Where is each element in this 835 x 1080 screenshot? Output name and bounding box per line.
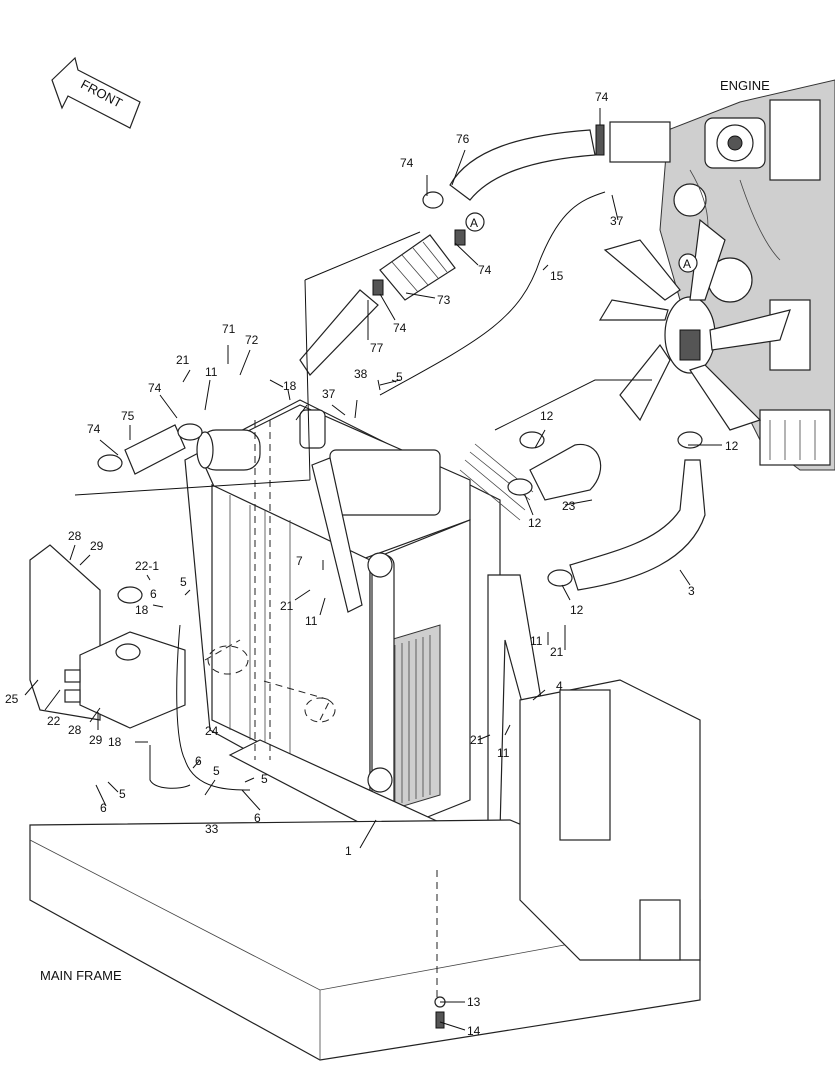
callout-11: 11	[205, 365, 218, 379]
callout-22: 22	[47, 714, 61, 728]
callout-74: 74	[148, 381, 162, 395]
callout-11: 11	[497, 746, 510, 760]
callout-33: 33	[205, 822, 219, 836]
callout-7: 7	[296, 554, 303, 568]
callout-1: 1	[345, 844, 352, 858]
callout-29: 29	[90, 539, 104, 553]
leader-lines	[24, 108, 722, 1031]
callout-12: 12	[540, 409, 554, 423]
front-arrow: FRONT	[51, 56, 141, 129]
hoses: A	[97, 124, 706, 591]
callout-6: 6	[195, 754, 202, 768]
callout-75: 75	[121, 409, 135, 423]
callout-5: 5	[180, 575, 187, 589]
callout-38: 38	[354, 367, 368, 381]
callout-12: 12	[570, 603, 584, 617]
callout-37: 37	[322, 387, 336, 401]
callout-labels: 1 3 4 5 5 5 5 5 6 6 6 6 7 11 11 11 11 12…	[5, 90, 739, 1038]
callout-74: 74	[595, 90, 609, 104]
callout-71: 71	[222, 322, 236, 336]
callout-5: 5	[119, 787, 126, 801]
detail-marker-a-engine	[678, 253, 698, 273]
callout-18: 18	[108, 735, 122, 749]
cooling-fan: A	[598, 218, 791, 431]
callout-74: 74	[478, 263, 492, 277]
engine-label: ENGINE	[720, 78, 770, 93]
callout-21: 21	[550, 645, 564, 659]
callout-25: 25	[5, 692, 19, 706]
reservoir-tank	[29, 544, 251, 791]
callout-22-1: 22-1	[135, 559, 159, 573]
callout-73: 73	[437, 293, 451, 307]
main-frame: MAIN FRAME	[29, 679, 701, 1061]
callout-5: 5	[396, 370, 403, 384]
callout-13: 13	[467, 995, 481, 1009]
callout-4: 4	[556, 679, 563, 693]
detail-marker-text: A	[683, 257, 691, 271]
main-frame-label: MAIN FRAME	[40, 968, 122, 983]
callout-76: 76	[456, 132, 470, 146]
callout-28: 28	[68, 723, 82, 737]
callout-23: 23	[562, 499, 576, 513]
callout-12: 12	[528, 516, 542, 530]
callout-24: 24	[205, 724, 219, 738]
callout-12: 12	[725, 439, 739, 453]
callout-18: 18	[135, 603, 149, 617]
callout-5: 5	[213, 764, 220, 778]
callout-11: 11	[305, 614, 318, 628]
detail-marker-a-hose	[465, 212, 485, 232]
callout-11: 11	[530, 634, 543, 648]
callout-21: 21	[176, 353, 190, 367]
callout-74: 74	[400, 156, 414, 170]
callout-3: 3	[688, 584, 695, 598]
callout-5: 5	[261, 772, 268, 786]
callout-37: 37	[610, 214, 624, 228]
callout-14: 14	[467, 1024, 481, 1038]
callout-15: 15	[550, 269, 564, 283]
callout-74: 74	[393, 321, 407, 335]
callout-21: 21	[470, 733, 484, 747]
callout-18: 18	[283, 379, 297, 393]
callout-77: 77	[370, 341, 384, 355]
callout-72: 72	[245, 333, 259, 347]
radiator-assembly	[184, 399, 549, 881]
callout-74: 74	[87, 422, 101, 436]
callout-28: 28	[68, 529, 82, 543]
callout-21: 21	[280, 599, 294, 613]
callout-6: 6	[150, 587, 157, 601]
callout-6: 6	[100, 801, 107, 815]
detail-marker-text: A	[470, 216, 478, 230]
callout-6: 6	[254, 811, 261, 825]
callout-29: 29	[89, 733, 103, 747]
